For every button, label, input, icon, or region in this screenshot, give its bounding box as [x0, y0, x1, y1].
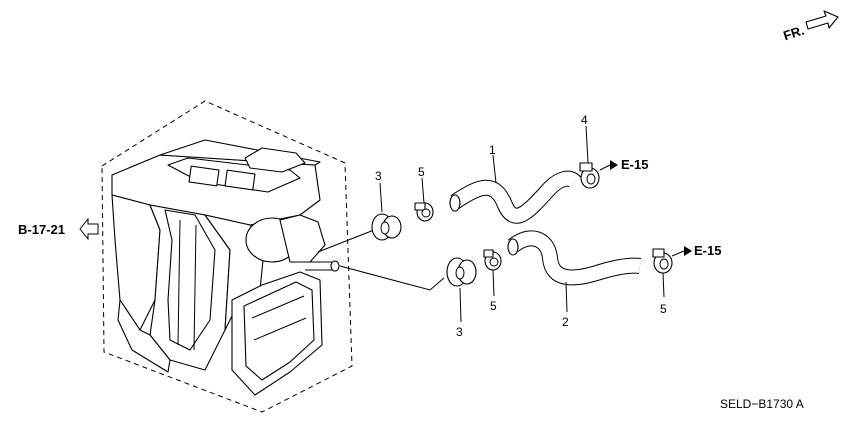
grommet-lower — [446, 257, 477, 287]
front-direction-label: FR. — [781, 23, 806, 44]
leader-lower — [339, 265, 445, 291]
clamp-lower-right — [652, 248, 673, 274]
callout-clamp-upper-right: 4 — [581, 113, 588, 127]
front-direction-arrow-icon — [805, 10, 839, 30]
callout-clamp-lower-right: 5 — [660, 302, 667, 316]
heater-unit-boundary — [101, 100, 353, 413]
clamp-upper-left — [414, 202, 434, 222]
reference-left: B-17-21 — [18, 222, 65, 237]
callout-grommet-lower: 3 — [456, 325, 463, 339]
hose-upper — [449, 170, 582, 224]
diagram-code: SELD−B1730 A — [720, 397, 804, 411]
clamp-upper-right — [579, 162, 600, 189]
callout-clamp-upper-left: 5 — [418, 165, 425, 179]
callout-hose-lower: 2 — [562, 315, 569, 329]
reference-left-arrow-icon — [79, 217, 99, 241]
clamp-lower-left — [483, 249, 502, 271]
reference-lower-arrow-icon — [684, 246, 692, 256]
callout-hose-upper: 1 — [489, 143, 496, 157]
grommet-upper — [371, 213, 402, 241]
reference-lower: E-15 — [694, 243, 721, 258]
reference-upper-arrow-icon — [610, 160, 618, 170]
callout-clamp-lower-left: 5 — [490, 299, 497, 313]
reference-upper: E-15 — [621, 157, 648, 172]
callout-grommet-upper: 3 — [375, 169, 382, 183]
leader-upper — [317, 229, 375, 253]
heater-unit — [111, 139, 340, 396]
hose-lower — [507, 230, 641, 286]
